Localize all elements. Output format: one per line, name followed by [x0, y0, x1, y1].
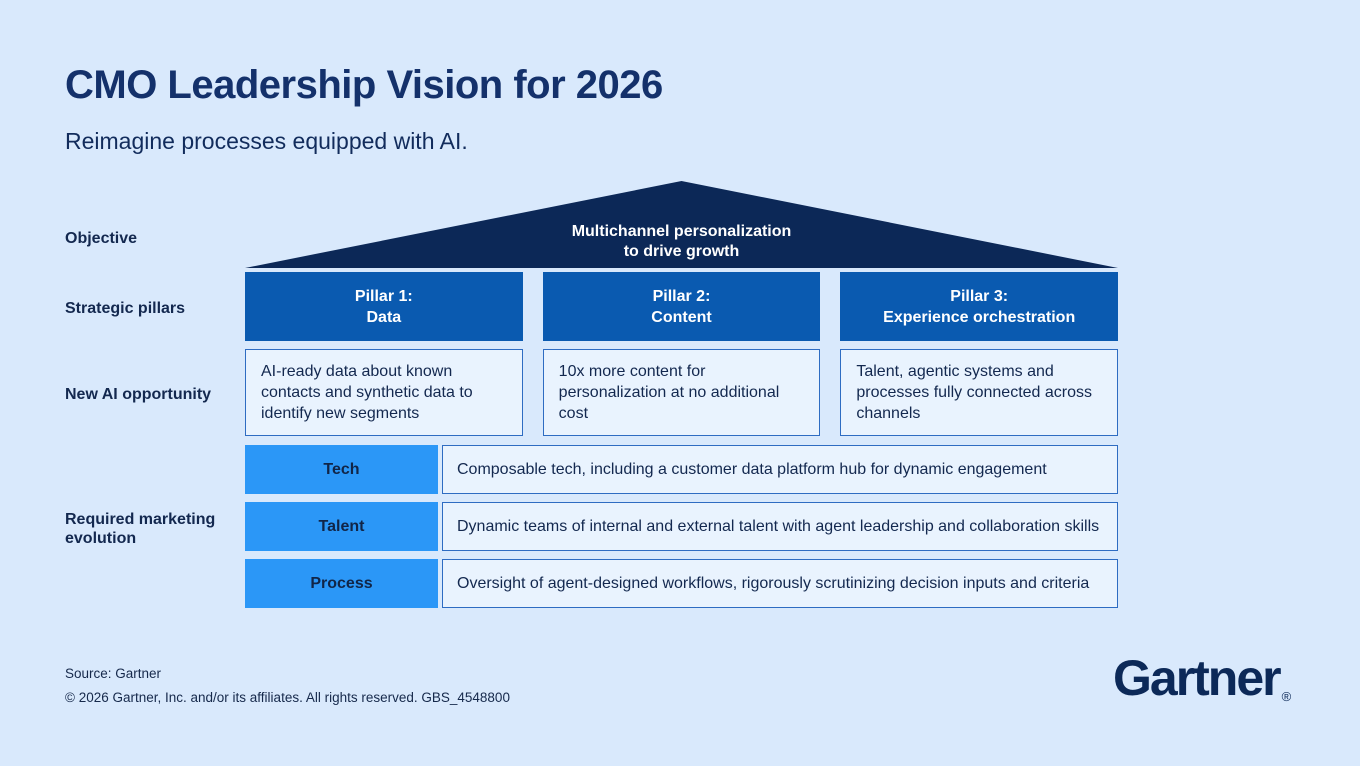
pillar-1-line1: Pillar 1:	[354, 287, 413, 305]
pillar-2-line1: Pillar 2:	[652, 287, 711, 305]
pillar-3-opportunity-box: Talent, agentic systems and processes fu…	[840, 349, 1119, 436]
pillar-2-opportunity-box: 10x more content for personalization at …	[542, 349, 821, 436]
evolution-row-tech: Tech Composable tech, including a custom…	[245, 445, 1118, 494]
pillar-2-header: Pillar 2: Content	[542, 272, 821, 341]
pillar-1-opportunity-text: AI-ready data about known contacts and s…	[261, 363, 473, 422]
evolution-label-talent: Talent	[245, 502, 438, 551]
objective-roof-triangle: Multichannel personalization to drive gr…	[245, 181, 1118, 268]
row-label-new-ai-opportunity: New AI opportunity	[65, 386, 212, 403]
objective-text: Multichannel personalization to drive gr…	[245, 222, 1118, 262]
gartner-logo-text: Gartner	[1113, 650, 1282, 706]
ai-opportunity-row: AI-ready data about known contacts and s…	[245, 349, 1119, 436]
pillar-3-line1: Pillar 3:	[950, 287, 1009, 305]
pillar-1-opportunity-box: AI-ready data about known contacts and s…	[245, 349, 523, 436]
evolution-row-process: Process Oversight of agent-designed work…	[245, 559, 1118, 608]
row-label-objective: Objective	[65, 230, 138, 247]
pillar-3-line2: Experience orchestration	[883, 308, 1076, 326]
objective-line2: to drive growth	[623, 243, 740, 260]
evolution-row-talent: Talent Dynamic teams of internal and ext…	[245, 502, 1118, 551]
row-label-strategic-pillars: Strategic pillars	[65, 300, 186, 317]
pillar-3-opportunity-text: Talent, agentic systems and processes fu…	[856, 363, 1093, 422]
evolution-description-talent-text: Dynamic teams of internal and external t…	[457, 517, 1100, 535]
registered-trademark-icon: ®	[1281, 689, 1292, 704]
page-subtitle: Reimagine processes equipped with AI.	[65, 128, 468, 154]
evolution-label-process: Process	[245, 559, 438, 608]
objective-line1: Multichannel personalization	[571, 223, 792, 240]
pillar-2-opportunity-text: 10x more content for personalization at …	[558, 363, 780, 422]
page-title: CMO Leadership Vision for 2026	[65, 63, 663, 107]
pillar-header-row: Pillar 1: Data Pillar 2: Content Pillar …	[245, 272, 1119, 341]
gartner-logo: Gartner®	[1113, 650, 1292, 719]
evolution-label-tech: Tech	[245, 445, 438, 494]
evolution-description-talent: Dynamic teams of internal and external t…	[442, 502, 1118, 551]
evolution-description-tech: Composable tech, including a customer da…	[442, 445, 1118, 494]
evolution-description-process: Oversight of agent-designed workflows, r…	[442, 559, 1118, 608]
source-line: Source: Gartner	[65, 666, 162, 681]
pillar-2-line2: Content	[651, 308, 712, 326]
evolution-description-process-text: Oversight of agent-designed workflows, r…	[457, 574, 1090, 592]
pillar-1-header: Pillar 1: Data	[245, 272, 523, 341]
pillar-3-header: Pillar 3: Experience orchestration	[840, 272, 1119, 341]
pillar-1-line2: Data	[366, 308, 402, 326]
copyright-line: © 2026 Gartner, Inc. and/or its affiliat…	[65, 690, 510, 705]
row-label-required-marketing-evolution: Required marketing evolution	[65, 511, 216, 547]
evolution-description-tech-text: Composable tech, including a customer da…	[457, 460, 1047, 478]
